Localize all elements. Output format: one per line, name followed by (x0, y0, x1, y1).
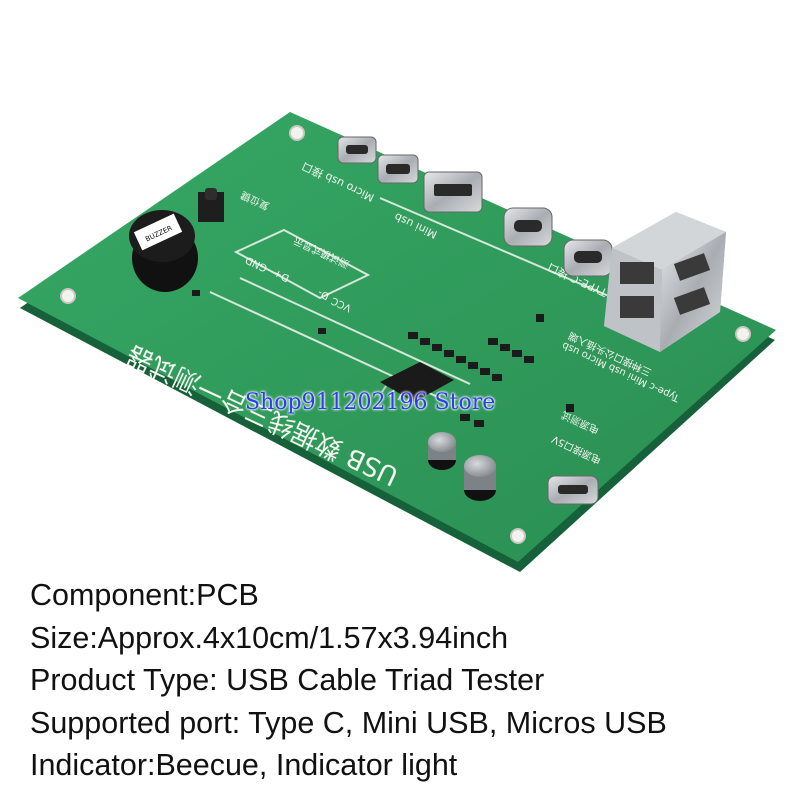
indicator-light (566, 404, 574, 412)
mounting-hole (289, 125, 305, 141)
store-watermark: Shop911202196 Store (245, 390, 496, 415)
spec-list: Component:PCB Size:Approx.4x10cm/1.57x3.… (30, 574, 790, 787)
buzzer: BUZZER (129, 210, 198, 292)
indicator-light (536, 314, 544, 322)
spec-indicator: Indicator:Beecue, Indicator light (30, 748, 458, 782)
pcb-board (18, 112, 776, 562)
capacitor (428, 432, 456, 470)
mode-box-outline (233, 228, 371, 300)
reset-button (198, 188, 224, 222)
spec-component: Component:PCB (30, 578, 259, 612)
mounting-hole (735, 326, 751, 342)
power-input-port (547, 475, 599, 505)
spec-product-type: Product Type: USB Cable Triad Tester (30, 663, 545, 697)
ic-chip (380, 362, 454, 405)
mounting-hole (60, 288, 76, 304)
usb-a-connector (604, 212, 726, 352)
spec-size: Size:Approx.4x10cm/1.57x3.94inch (30, 620, 509, 655)
capacitor (464, 455, 496, 501)
d-minus-label: D- (316, 286, 331, 301)
mounting-hole (510, 528, 526, 544)
usb-port-row (337, 136, 613, 277)
spec-supported-port: Supported port: Type C, Mini USB, Micros… (30, 705, 667, 740)
led-array (192, 290, 534, 427)
product-photo: USB 数据线三合一测试器 Micro usb 接口 Mini usb TYPE… (18, 112, 776, 572)
